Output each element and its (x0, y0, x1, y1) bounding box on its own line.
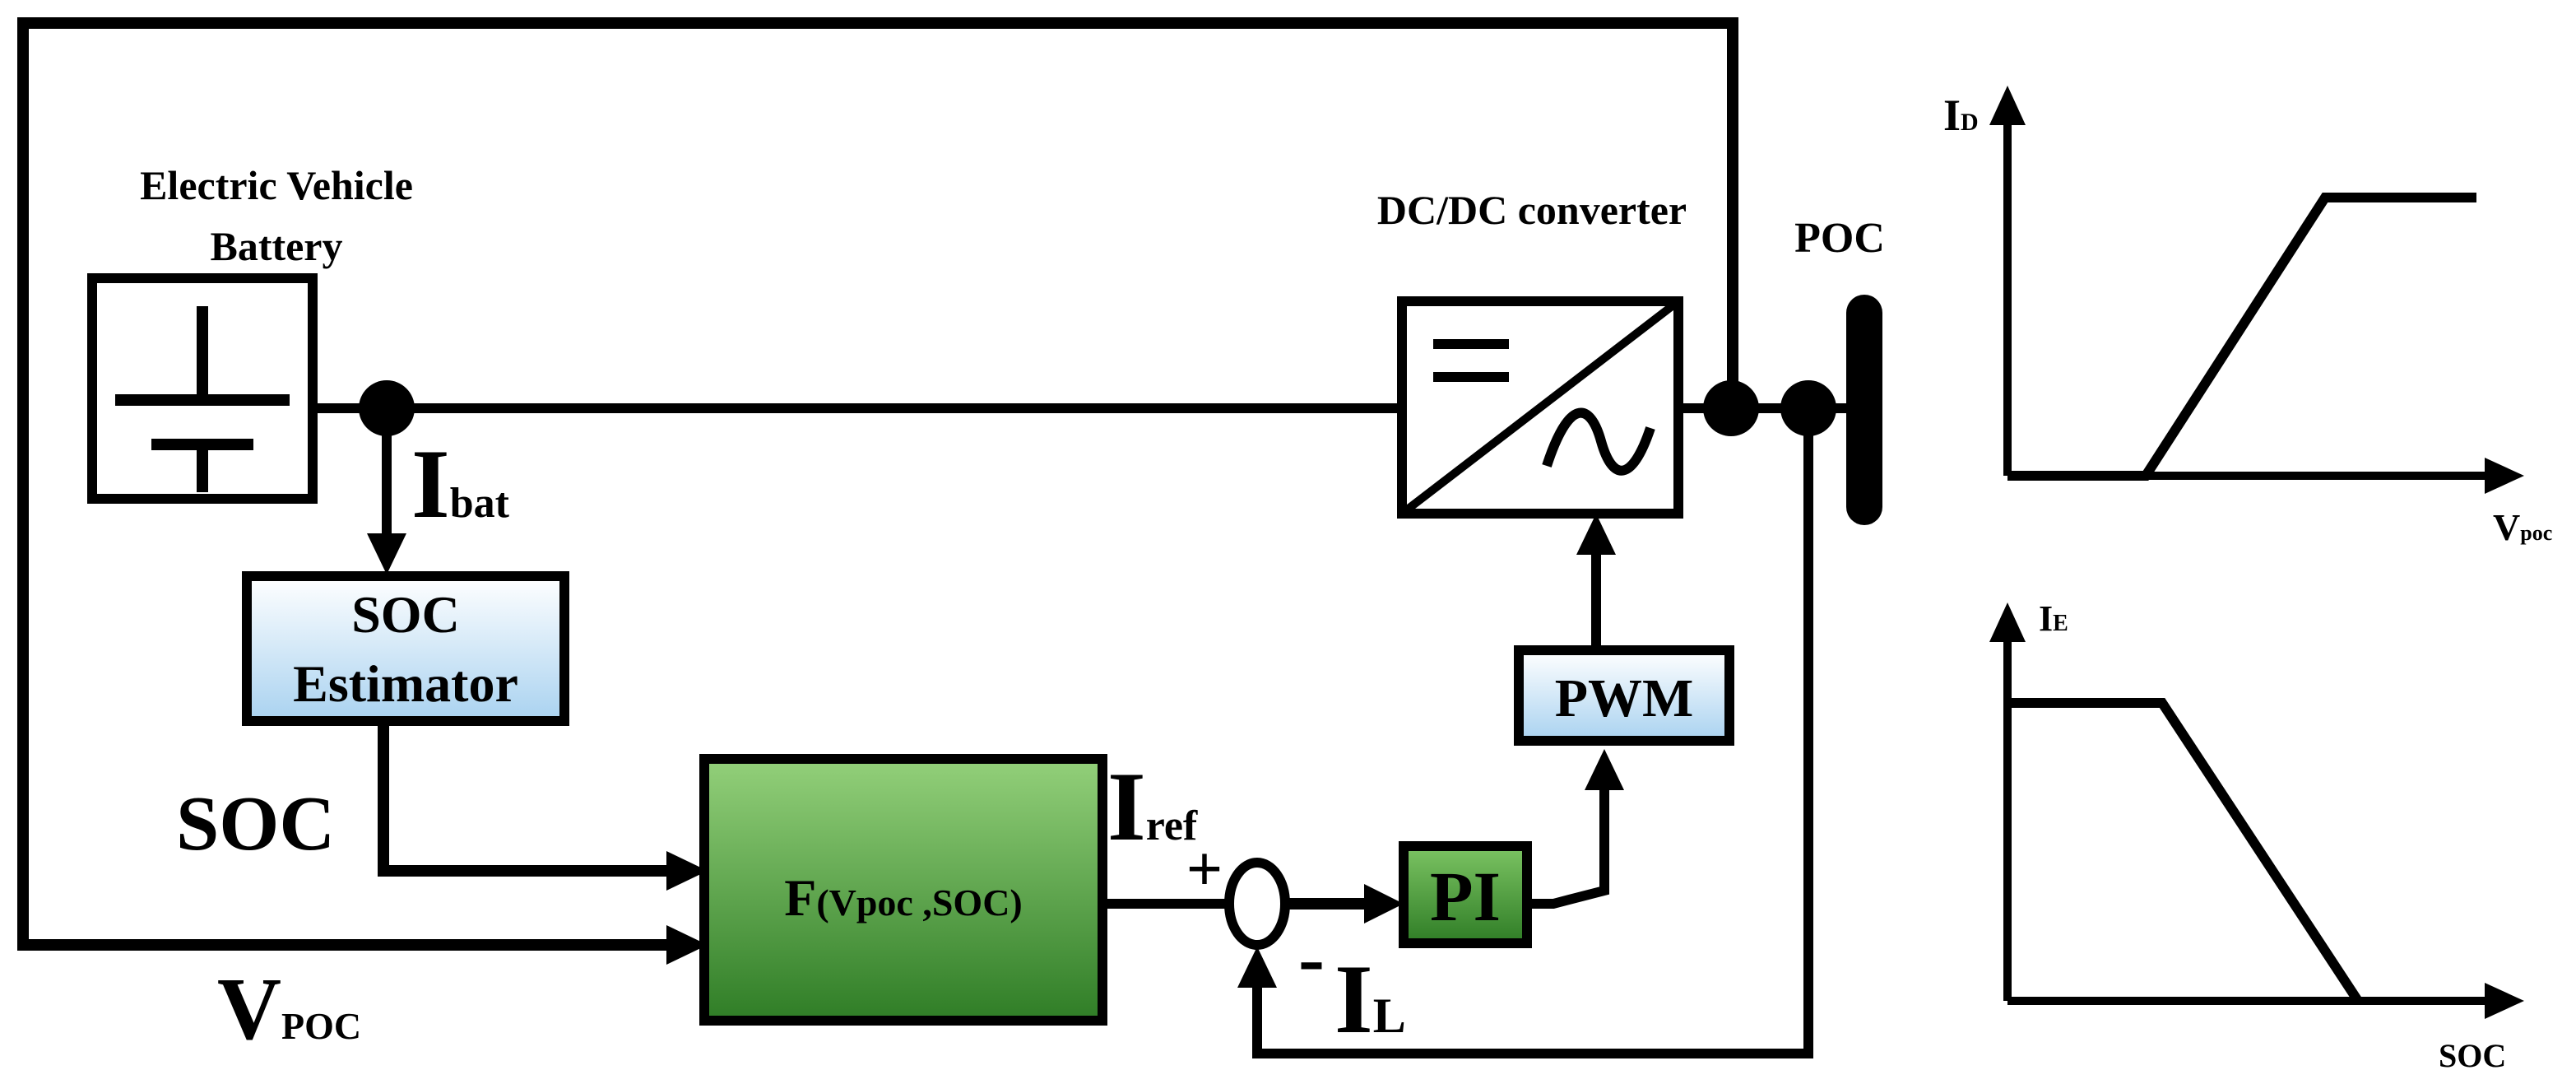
graph2-x-arrowhead (2485, 983, 2524, 1019)
poc-bus-bar (1846, 295, 1882, 525)
graph1-curve (2007, 193, 2476, 481)
graph2-x-label: SOC (2439, 1037, 2506, 1074)
plus-sign: + (1186, 833, 1223, 905)
graph1-x-arrowhead (2485, 458, 2524, 494)
iref-label: Iref (1107, 751, 1198, 861)
battery-label-line1: Electric Vehicle (140, 162, 413, 208)
poc-label: POC (1794, 215, 1885, 262)
pwm-block (1514, 645, 1734, 746)
pwm-label: PWM (1555, 668, 1694, 728)
il-arrowhead (1237, 947, 1277, 988)
graph1-y-label: ID (1943, 91, 1979, 140)
graph2-y-arrowhead (1989, 602, 2026, 642)
function-block (699, 754, 1107, 1026)
graph1-y-arrowhead (1989, 86, 2026, 125)
il-label: IL (1334, 944, 1406, 1054)
pwm-output-arrowhead (1576, 514, 1616, 555)
soc-estimator-label-line2: Estimator (293, 654, 518, 713)
vpoc-node (1703, 380, 1759, 436)
vpoc-label: VPOC (217, 961, 361, 1058)
pi-block (1399, 841, 1532, 948)
graph1-x-label: Vpoc (2493, 506, 2552, 548)
soc-signal-wire (378, 721, 666, 877)
function-label: F(Vpoc ,SOC) (784, 868, 1023, 927)
il-feedback-wire (1252, 408, 1813, 1058)
pi-output-arrowhead (1585, 749, 1624, 790)
soc-estimator-label-line1: SOC (351, 585, 460, 644)
pi-output-wire (1527, 790, 1609, 909)
ibat-label: Ibat (411, 429, 510, 538)
summing-junction (1224, 858, 1290, 950)
soc-signal-label: SOC (176, 781, 335, 867)
graph2-y-label: IE (2039, 598, 2068, 639)
graph2-curve (2007, 698, 2363, 1004)
converter-diagonal (1399, 298, 1682, 517)
pi-label: PI (1430, 857, 1501, 936)
soc-arrowhead (666, 851, 708, 891)
battery-label-line2: Battery (210, 223, 342, 269)
error-arrowhead (1364, 884, 1404, 923)
vpoc-feedback-wire (17, 17, 1738, 951)
converter-label: DC/DC converter (1377, 187, 1687, 233)
vpoc-arrowhead (666, 925, 708, 965)
ibat-arrowhead (367, 533, 406, 575)
soc-estimator-block (242, 571, 569, 726)
ac-symbol (1542, 407, 1655, 476)
minus-sign: - (1298, 914, 1325, 1002)
